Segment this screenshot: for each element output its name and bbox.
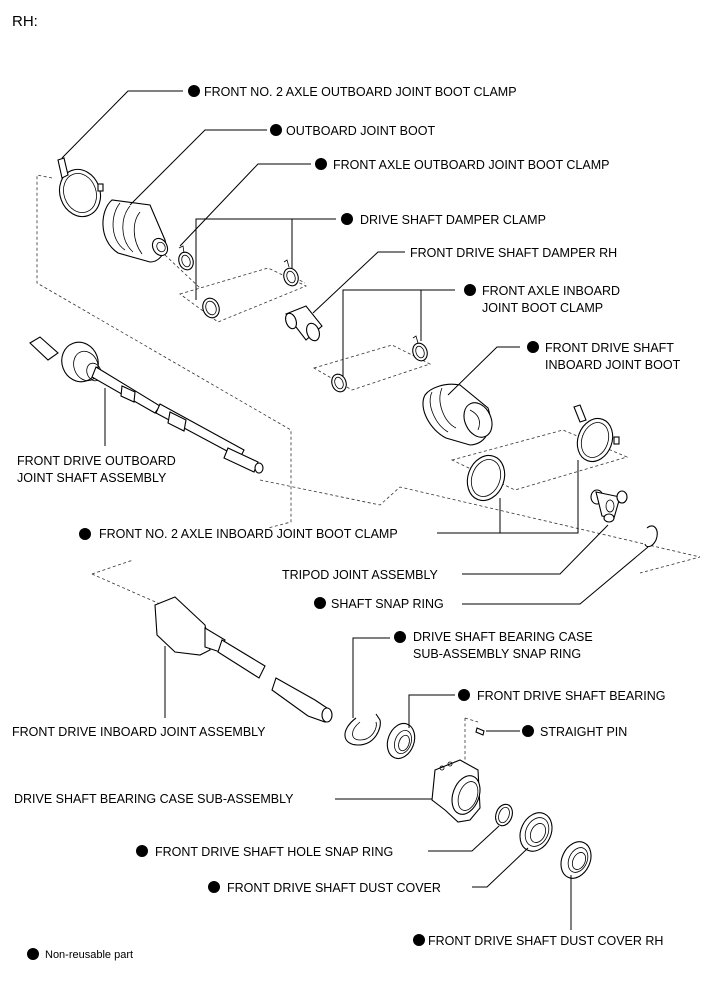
- label-front-drive-shaft-bearing: FRONT DRIVE SHAFT BEARING: [458, 689, 665, 703]
- label-front-axle-inboard-joint-boot-clamp: FRONT AXLE INBOARD JOINT BOOT CLAMP: [464, 284, 620, 315]
- svg-text:JOINT SHAFT ASSEMBLY: JOINT SHAFT ASSEMBLY: [17, 471, 167, 485]
- non-reusable-marker-icon: [27, 948, 39, 960]
- non-reusable-marker-icon: [188, 85, 200, 97]
- legend: Non-reusable part: [27, 948, 133, 961]
- inboard-joint-boot-drawing: [422, 383, 493, 446]
- front-drive-shaft-bearing-drawing: [386, 722, 416, 760]
- svg-text:SUB-ASSEMBLY SNAP RING: SUB-ASSEMBLY SNAP RING: [413, 647, 581, 661]
- non-reusable-marker-icon: [79, 528, 91, 540]
- label-drive-shaft-damper-clamp: DRIVE SHAFT DAMPER CLAMP: [341, 213, 546, 227]
- label-front-drive-shaft-damper-rh: FRONT DRIVE SHAFT DAMPER RH: [410, 246, 617, 260]
- svg-text:FRONT AXLE INBOARD: FRONT AXLE INBOARD: [482, 284, 620, 298]
- dust-cover-rh-drawing: [560, 841, 592, 879]
- hole-snap-ring-drawing: [495, 803, 513, 827]
- label-front-drive-shaft-dust-cover: FRONT DRIVE SHAFT DUST COVER: [208, 881, 441, 895]
- label-front-drive-outboard-joint-shaft-assembly: FRONT DRIVE OUTBOARD JOINT SHAFT ASSEMBL…: [17, 454, 176, 485]
- svg-text:FRONT DRIVE SHAFT DAMPER RH: FRONT DRIVE SHAFT DAMPER RH: [410, 246, 617, 260]
- svg-text:INBOARD JOINT BOOT: INBOARD JOINT BOOT: [545, 358, 681, 372]
- straight-pin-drawing: [475, 727, 485, 736]
- non-reusable-marker-icon: [315, 158, 327, 170]
- svg-text:FRONT DRIVE SHAFT DUST COVER: FRONT DRIVE SHAFT DUST COVER: [227, 881, 441, 895]
- label-front-axle-outboard-joint-boot-clamp: FRONT AXLE OUTBOARD JOINT BOOT CLAMP: [315, 158, 609, 172]
- front-axle-outboard-clamp-drawing: [178, 245, 194, 271]
- non-reusable-marker-icon: [314, 597, 326, 609]
- label-shaft-snap-ring: SHAFT SNAP RING: [314, 597, 444, 611]
- label-drive-shaft-bearing-case-sub-assembly: DRIVE SHAFT BEARING CASE SUB-ASSEMBLY: [14, 792, 294, 806]
- svg-text:JOINT BOOT CLAMP: JOINT BOOT CLAMP: [482, 301, 603, 315]
- diagram-title: RH:: [12, 13, 38, 30]
- non-reusable-marker-icon: [522, 725, 534, 737]
- bearing-case-sub-assembly-drawing: [431, 759, 481, 823]
- svg-text:FRONT DRIVE SHAFT: FRONT DRIVE SHAFT: [545, 341, 674, 355]
- damper-clamp-left-drawing: [202, 297, 220, 319]
- svg-text:SHAFT SNAP RING: SHAFT SNAP RING: [331, 597, 444, 611]
- damper-rh-drawing: [285, 305, 323, 342]
- outboard-shaft-assembly-drawing: [29, 336, 264, 474]
- svg-text:FRONT DRIVE SHAFT HOLE SNAP RI: FRONT DRIVE SHAFT HOLE SNAP RING: [155, 845, 393, 859]
- non-reusable-marker-icon: [458, 689, 470, 701]
- svg-text:STRAIGHT PIN: STRAIGHT PIN: [540, 725, 627, 739]
- svg-text:FRONT AXLE OUTBOARD JOINT BOOT: FRONT AXLE OUTBOARD JOINT BOOT CLAMP: [333, 158, 609, 172]
- bearing-case-snap-ring-drawing: [344, 713, 381, 746]
- svg-text:Non-reusable part: Non-reusable part: [45, 949, 133, 961]
- label-front-no2-axle-outboard-joint-boot-clamp: FRONT NO. 2 AXLE OUTBOARD JOINT BOOT CLA…: [188, 85, 517, 99]
- svg-text:FRONT NO. 2 AXLE OUTBOARD JOIN: FRONT NO. 2 AXLE OUTBOARD JOINT BOOT CLA…: [204, 85, 517, 99]
- leader-lines: [61, 90, 649, 930]
- svg-text:DRIVE SHAFT DAMPER CLAMP: DRIVE SHAFT DAMPER CLAMP: [360, 213, 546, 227]
- svg-text:OUTBOARD JOINT BOOT: OUTBOARD JOINT BOOT: [286, 124, 435, 138]
- non-reusable-marker-icon: [394, 631, 406, 643]
- label-outboard-joint-boot: OUTBOARD JOINT BOOT: [270, 124, 435, 138]
- svg-text:FRONT DRIVE OUTBOARD: FRONT DRIVE OUTBOARD: [17, 454, 176, 468]
- svg-text:DRIVE SHAFT BEARING CASE: DRIVE SHAFT BEARING CASE: [413, 630, 593, 644]
- svg-text:FRONT DRIVE SHAFT DUST COVER R: FRONT DRIVE SHAFT DUST COVER RH: [428, 934, 663, 948]
- label-front-no2-axle-inboard-joint-boot-clamp: FRONT NO. 2 AXLE INBOARD JOINT BOOT CLAM…: [79, 527, 398, 541]
- svg-text:FRONT DRIVE INBOARD JOINT ASSE: FRONT DRIVE INBOARD JOINT ASSEMBLY: [12, 725, 266, 739]
- label-straight-pin: STRAIGHT PIN: [522, 725, 627, 739]
- non-reusable-marker-icon: [270, 124, 282, 136]
- front-axle-inboard-clamp-left-drawing: [331, 373, 347, 393]
- label-front-drive-shaft-dust-cover-rh: FRONT DRIVE SHAFT DUST COVER RH: [413, 934, 663, 948]
- label-front-drive-shaft-hole-snap-ring: FRONT DRIVE SHAFT HOLE SNAP RING: [136, 845, 393, 859]
- dust-cover-drawing: [519, 812, 553, 852]
- label-front-drive-shaft-inboard-joint-boot: FRONT DRIVE SHAFT INBOARD JOINT BOOT: [527, 341, 681, 372]
- non-reusable-marker-icon: [208, 881, 220, 893]
- non-reusable-marker-icon: [464, 284, 476, 296]
- svg-text:FRONT NO. 2 AXLE INBOARD JOINT: FRONT NO. 2 AXLE INBOARD JOINT BOOT CLAM…: [99, 527, 398, 541]
- label-front-drive-inboard-joint-assembly: FRONT DRIVE INBOARD JOINT ASSEMBLY: [12, 725, 266, 739]
- inboard-no2-clamp-left-drawing: [466, 454, 506, 502]
- front-axle-inboard-clamp-right-drawing: [412, 335, 428, 362]
- non-reusable-marker-icon: [341, 213, 353, 225]
- tripod-joint-drawing: [590, 489, 628, 523]
- label-drive-shaft-bearing-case-sub-assembly-snap-ring: DRIVE SHAFT BEARING CASE SUB-ASSEMBLY SN…: [394, 630, 593, 661]
- assembly-guide-lines: [36, 174, 701, 760]
- non-reusable-marker-icon: [136, 845, 148, 857]
- shaft-snap-ring-drawing: [644, 525, 658, 548]
- outboard-no2-clamp-drawing: [57, 157, 104, 218]
- inboard-no2-clamp-right-drawing: [573, 404, 620, 463]
- label-tripod-joint-assembly: TRIPOD JOINT ASSEMBLY: [282, 568, 438, 582]
- svg-text:FRONT DRIVE SHAFT BEARING: FRONT DRIVE SHAFT BEARING: [477, 689, 665, 703]
- damper-clamp-right-drawing: [283, 259, 299, 287]
- outboard-joint-boot-drawing: [102, 199, 169, 263]
- svg-text:TRIPOD JOINT ASSEMBLY: TRIPOD JOINT ASSEMBLY: [282, 568, 438, 582]
- non-reusable-marker-icon: [527, 341, 539, 353]
- non-reusable-marker-icon: [413, 934, 425, 946]
- inboard-joint-assembly-drawing: [154, 596, 333, 723]
- svg-text:DRIVE SHAFT BEARING CASE SUB-A: DRIVE SHAFT BEARING CASE SUB-ASSEMBLY: [14, 792, 294, 806]
